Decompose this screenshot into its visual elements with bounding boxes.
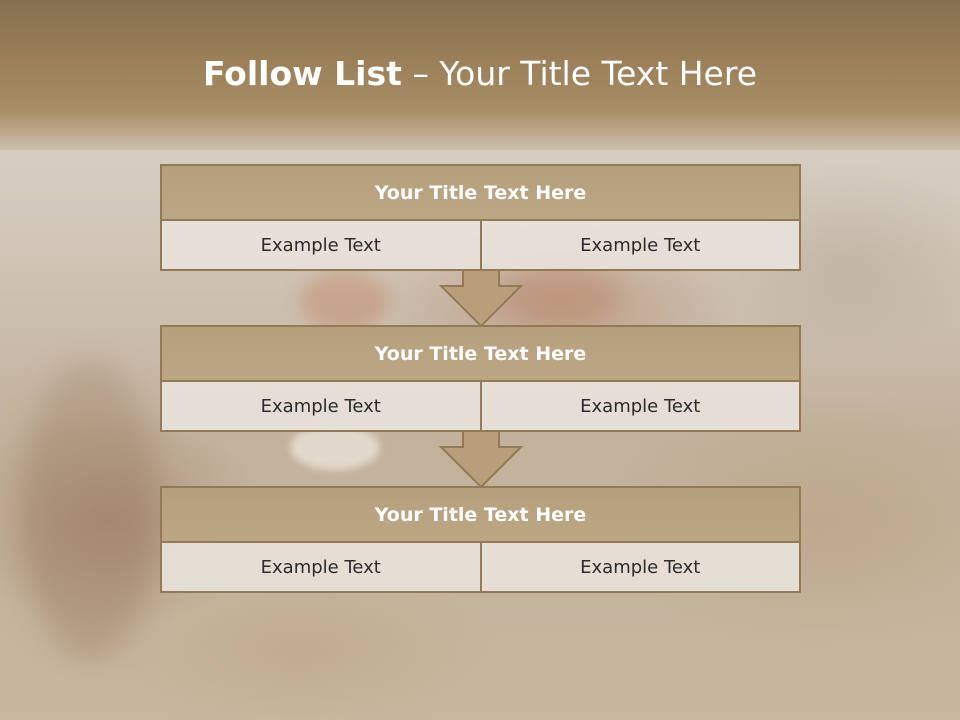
slide-title-rest: – Your Title Text Here: [412, 54, 758, 93]
item-text-right[interactable]: Example Text: [479, 543, 799, 591]
item-text-right[interactable]: Example Text: [479, 382, 799, 430]
item-text-left[interactable]: Example Text: [162, 382, 480, 430]
list-item[interactable]: Your Title Text Here Example Text Exampl…: [160, 486, 801, 593]
item-text-left[interactable]: Example Text: [162, 221, 480, 269]
down-arrow-icon: [438, 270, 524, 328]
item-row: Example Text Example Text: [162, 543, 799, 591]
item-text-right[interactable]: Example Text: [479, 221, 799, 269]
list-item[interactable]: Your Title Text Here Example Text Exampl…: [160, 325, 801, 432]
item-row: Example Text Example Text: [162, 221, 799, 269]
item-text-left[interactable]: Example Text: [162, 543, 480, 591]
item-title[interactable]: Your Title Text Here: [162, 327, 799, 382]
slide-title-bold: Follow List: [202, 54, 402, 93]
down-arrow-icon: [438, 431, 524, 489]
item-title[interactable]: Your Title Text Here: [162, 166, 799, 221]
header-band: Follow List – Your Title Text Here: [0, 0, 960, 150]
slide-title[interactable]: Follow List – Your Title Text Here: [0, 54, 960, 93]
item-row: Example Text Example Text: [162, 382, 799, 430]
list-item[interactable]: Your Title Text Here Example Text Exampl…: [160, 164, 801, 271]
item-title[interactable]: Your Title Text Here: [162, 488, 799, 543]
